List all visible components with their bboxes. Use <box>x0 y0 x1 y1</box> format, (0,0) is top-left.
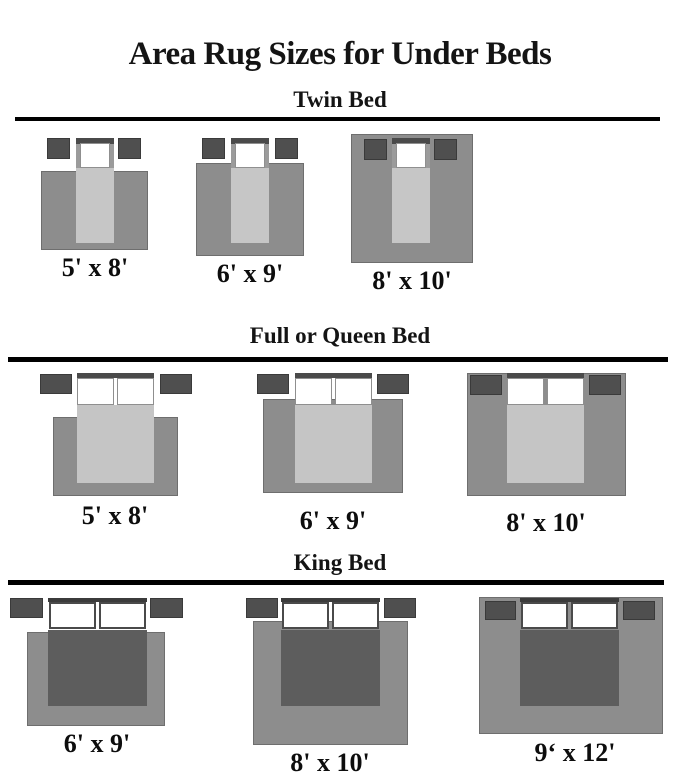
bed-body <box>520 630 619 706</box>
mattress <box>77 405 154 483</box>
pillow <box>235 143 265 168</box>
mattress <box>507 405 584 483</box>
headboard <box>295 373 372 378</box>
twin-bed <box>392 138 430 243</box>
king-bed <box>281 598 380 706</box>
headboard <box>231 138 269 144</box>
section-heading-twin: Twin Bed <box>293 87 387 112</box>
rug-size-label: 6' x 9' <box>299 506 367 535</box>
full-queen-bed <box>77 373 154 483</box>
rug-size-label: 6' x 9' <box>63 729 131 758</box>
nightstand-right <box>377 374 409 394</box>
nightstand-left <box>364 139 387 160</box>
headboard <box>520 598 619 602</box>
nightstand-right <box>160 374 192 394</box>
headboard <box>392 138 430 144</box>
nightstand-right <box>384 598 416 618</box>
pillow-left <box>77 378 114 405</box>
mattress <box>231 168 269 243</box>
bed-body <box>48 630 147 706</box>
pillow-left <box>295 378 332 405</box>
page-title: Area Rug Sizes for Under Beds <box>128 36 552 72</box>
pillow-left <box>49 602 96 629</box>
pillow-left <box>282 602 329 629</box>
pillow-right <box>547 378 584 405</box>
king-bed <box>48 598 147 706</box>
rug-size-label: 5' x 8' <box>61 253 129 282</box>
section-divider <box>15 117 660 121</box>
pillow-right <box>117 378 154 405</box>
nightstand-left <box>10 598 43 618</box>
nightstand-left <box>470 375 502 395</box>
rug-size-label: 8' x 10' <box>372 266 452 295</box>
rug-size-label: 9‘ x 12' <box>534 738 616 767</box>
nightstand-right <box>623 601 655 620</box>
pillow-left <box>507 378 544 405</box>
pillow-right <box>571 602 618 629</box>
section-heading-full-queen: Full or Queen Bed <box>249 323 431 348</box>
full-queen-bed <box>507 373 584 483</box>
mattress <box>76 168 114 243</box>
section-divider <box>8 357 668 362</box>
nightstand-left <box>47 138 70 159</box>
twin-bed <box>231 138 269 243</box>
pillow-right <box>335 378 372 405</box>
king-bed <box>520 598 619 706</box>
rug-size-label: 8' x 10' <box>506 508 586 537</box>
nightstand-left <box>246 598 278 618</box>
headboard <box>77 373 154 378</box>
nightstand-left <box>40 374 72 394</box>
nightstand-right <box>434 139 457 160</box>
nightstand-right <box>275 138 298 159</box>
pillow-left <box>521 602 568 629</box>
bed-body <box>281 630 380 706</box>
full-queen-bed <box>295 373 372 483</box>
pillow <box>396 143 426 168</box>
headboard <box>48 598 147 602</box>
pillow <box>80 143 110 168</box>
nightstand-right <box>150 598 183 618</box>
nightstand-left <box>202 138 225 159</box>
pillow-right <box>99 602 146 629</box>
headboard <box>281 598 380 602</box>
twin-bed <box>76 138 114 243</box>
headboard <box>76 138 114 144</box>
section-heading-king: King Bed <box>293 550 387 575</box>
headboard <box>507 373 584 378</box>
nightstand-right <box>118 138 141 159</box>
pillow-right <box>332 602 379 629</box>
rug-size-label: 6' x 9' <box>216 259 284 288</box>
mattress <box>295 405 372 483</box>
nightstand-left <box>485 601 516 620</box>
nightstand-left <box>257 374 289 394</box>
mattress <box>392 168 430 243</box>
rug-size-label: 8' x 10' <box>290 748 370 777</box>
nightstand-right <box>589 375 621 395</box>
rug-size-label: 5' x 8' <box>81 501 149 530</box>
section-divider <box>8 580 664 585</box>
